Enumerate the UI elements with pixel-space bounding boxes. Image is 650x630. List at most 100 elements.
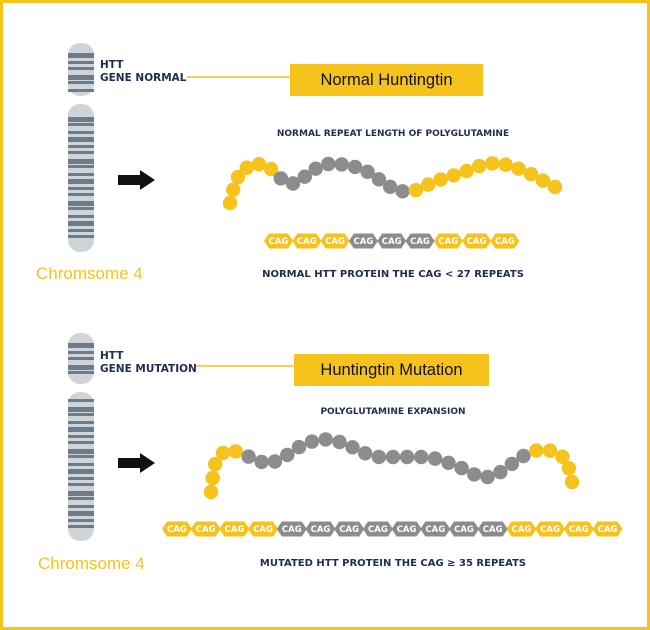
chromosome-band (68, 519, 94, 522)
cag-codon-chip (292, 233, 322, 249)
cag-codon-label: CAG (569, 525, 589, 535)
cag-codon-chip (462, 233, 492, 249)
right-arrow-icon (118, 170, 155, 190)
cag-codon-chip (420, 521, 451, 537)
glutamine-bead-normal (408, 183, 423, 198)
glutamine-bead-normal (555, 449, 570, 464)
glutamine-bead-expanded (516, 448, 531, 464)
glutamine-bead-normal (226, 182, 241, 197)
cag-codon-label: CAG (483, 525, 503, 535)
glutamine-bead-normal (251, 156, 267, 172)
chromosome-band (68, 131, 94, 134)
glutamine-bead-expanded (371, 449, 387, 465)
cag-codon-chip (264, 233, 293, 249)
cag-codon-chip (377, 233, 407, 249)
chromosome-band (68, 221, 94, 226)
cag-codon-chip (563, 521, 594, 537)
right-arrow-icon (118, 453, 155, 473)
chromosome-band (68, 207, 94, 210)
glutamine-bead-expanded (371, 172, 387, 187)
chromosome-band (68, 435, 94, 438)
cag-codon-label: CAG (368, 525, 388, 535)
cag-codon-chip (348, 233, 378, 249)
glutamine-bead-normal (222, 195, 238, 211)
cag-codon-chip (334, 521, 365, 537)
chromosome-band (68, 173, 94, 176)
chromosome-caption-mutation: Chromsome 4 (38, 554, 145, 573)
glutamine-bead-expanded (318, 432, 333, 447)
glutamine-bead-expanded (454, 460, 469, 476)
glutamine-bead-expanded (504, 456, 520, 472)
subtitle-polyglutamine-expansion: POLYGLUTAMINE EXPANSION (320, 407, 466, 417)
glutamine-bead-expanded (273, 171, 288, 186)
cag-codon-label: CAG (253, 525, 273, 535)
cag-codon-label: CAG (512, 525, 532, 535)
glutamine-bead-normal (263, 161, 279, 177)
chromosome-band (68, 159, 94, 164)
glutamine-bead-expanded (345, 440, 360, 455)
chromosome-band (68, 117, 94, 122)
glutamine-bead-expanded (334, 157, 349, 172)
polyglutamine-chain-mutation (203, 432, 580, 500)
glutamine-bead-expanded (360, 164, 375, 179)
cag-codon-label: CAG (269, 237, 289, 247)
glutamine-bead-expanded (308, 161, 323, 176)
glutamine-bead-expanded (493, 464, 508, 480)
chromosome-band (68, 511, 94, 516)
chromosome-band (68, 463, 94, 466)
glutamine-bead-normal (446, 168, 461, 183)
glutamine-bead-normal (203, 484, 219, 500)
cag-codon-label: CAG (311, 525, 331, 535)
chromosome-band (68, 201, 94, 206)
chromosome-band (68, 229, 94, 232)
chromosome-band (68, 407, 94, 412)
glutamine-bead-normal (208, 456, 223, 472)
cag-codon-label: CAG (354, 237, 374, 247)
cag-codon-label: CAG (495, 237, 515, 247)
chromosome-band (68, 179, 94, 184)
glutamine-bead-expanded (382, 179, 398, 194)
cag-codon-label: CAG (467, 237, 487, 247)
cag-codon-label: CAG (167, 525, 187, 535)
glutamine-bead-normal (485, 156, 500, 171)
cag-codon-chip (405, 233, 435, 249)
chromosome-band (68, 449, 94, 454)
glutamine-bead-expanded (427, 451, 443, 466)
gene-label-line1: HTT (100, 59, 124, 71)
chromosome-band (68, 215, 94, 218)
chromosome-band (68, 193, 94, 196)
cag-codon-label: CAG (438, 237, 458, 247)
glutamine-bead-expanded (385, 449, 401, 465)
chromosome-band (68, 235, 94, 238)
glutamine-bead-normal (472, 158, 487, 174)
chromosome-band (68, 151, 94, 154)
glutamine-bead-expanded (267, 454, 283, 469)
cag-codon-label: CAG (540, 525, 560, 535)
cag-codon-chip (248, 521, 279, 537)
caption-normal-cag-repeats: NORMAL HTT PROTEIN THE CAG < 27 REPEATS (262, 269, 524, 280)
glutamine-bead-normal (561, 461, 577, 476)
chromosome-band (68, 497, 94, 500)
cag-codon-chip (320, 233, 350, 249)
glutamine-bead-normal (239, 160, 254, 175)
cag-codon-label: CAG (339, 525, 359, 535)
chromosome-band (68, 145, 94, 148)
chromosome-band (68, 75, 94, 80)
cag-codon-label: CAG (397, 525, 417, 535)
cag-codon-label: CAG (382, 237, 402, 247)
gene-label-line2: GENE NORMAL (100, 72, 187, 84)
glutamine-bead-expanded (321, 156, 336, 172)
cag-codon-label: CAG (325, 237, 345, 247)
chromosome-band (68, 371, 94, 374)
title-normal-huntingtin: Normal Huntingtin (290, 64, 483, 96)
cag-codon-chip (535, 521, 566, 537)
cag-codon-label: CAG (297, 237, 317, 247)
glutamine-bead-normal (421, 177, 436, 192)
gene-label-line1: HTT (100, 350, 124, 362)
glutamine-bead-normal (542, 443, 558, 458)
cag-codon-chip (433, 233, 463, 249)
chromosome-band (68, 455, 94, 458)
glutamine-bead-expanded (332, 434, 347, 450)
cag-codon-label: CAG (454, 525, 474, 535)
